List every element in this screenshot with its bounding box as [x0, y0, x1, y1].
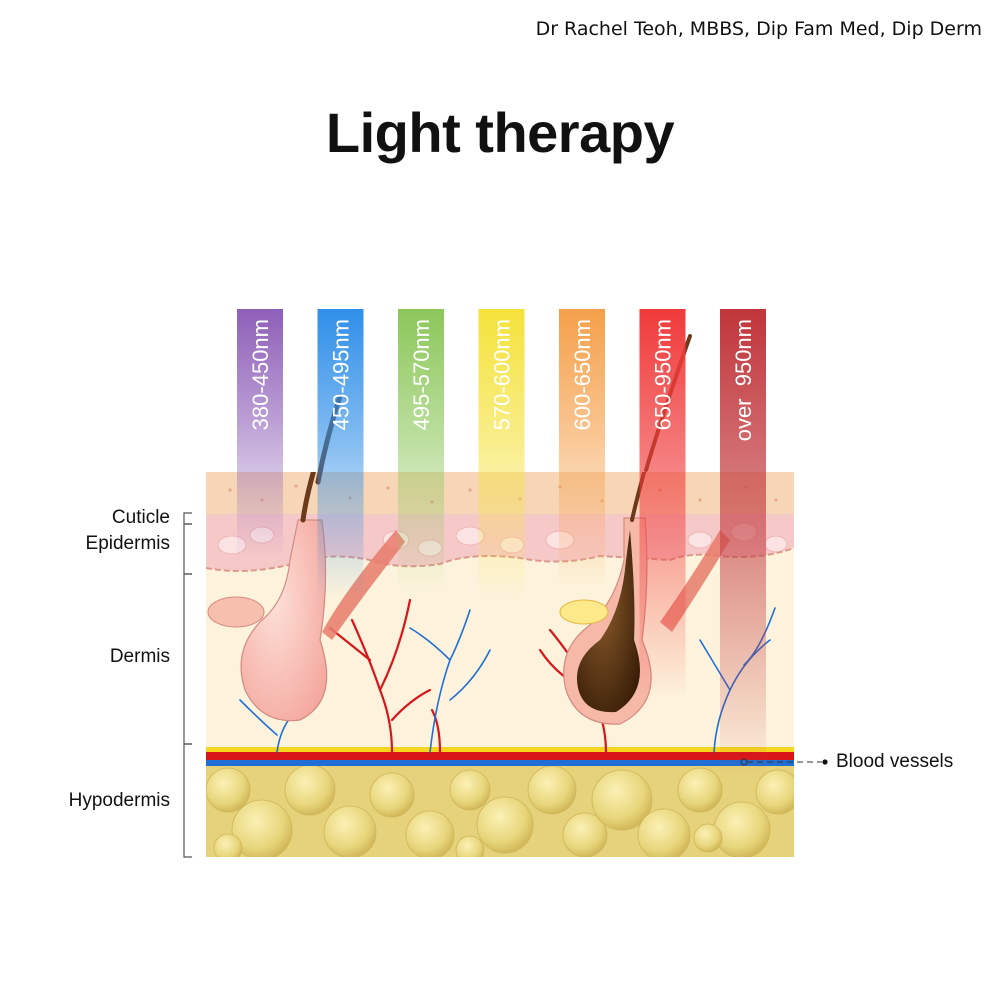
hair-follicle-left — [207, 472, 328, 722]
wavelength-band-7 — [720, 309, 766, 780]
callout-blood-vessels: Blood vessels — [836, 751, 954, 772]
layer-label-cuticle: Cuticle — [111, 507, 170, 528]
vessel-fat-line — [206, 747, 794, 752]
layer-label-hypodermis: Hypodermis — [68, 790, 170, 811]
sebaceous-gland-left — [207, 596, 265, 628]
wavelength-band-label-1: 380-450nm — [248, 319, 273, 430]
wavelength-band-1 — [237, 309, 283, 560]
vein-band — [206, 760, 794, 766]
bracket-hypodermis — [183, 743, 192, 858]
artery-band — [206, 752, 794, 760]
wavelength-band-6 — [639, 309, 686, 700]
hair-shaft-right — [630, 472, 647, 522]
bracket-epidermis — [183, 523, 192, 575]
layer-label-epidermis: Epidermis — [85, 533, 170, 554]
fat-cells — [206, 764, 794, 857]
layer-brackets — [183, 512, 192, 858]
blood-vessels-leader — [740, 758, 828, 766]
bracket-dermis — [183, 573, 192, 745]
wavelength-band-4 — [478, 309, 525, 600]
wavelength-band-label-2: 450-495nm — [329, 319, 354, 430]
wavelength-bands: 380-450nm 450-495nm 495-570nm 570-600nm 600-… — [237, 309, 766, 780]
hair-shaft-left — [300, 472, 317, 523]
page-title: Light therapy — [325, 101, 675, 164]
wavelength-band-3 — [398, 309, 444, 590]
sebaceous-gland-right — [559, 599, 609, 625]
wavelength-band-label-4: 570-600nm — [490, 319, 515, 430]
author-credit: Dr Rachel Teoh, MBBS, Dip Fam Med, Dip D… — [535, 18, 982, 40]
skin-block — [206, 472, 794, 857]
bracket-cuticle — [183, 512, 192, 525]
wavelength-band-label-7: over 950nm — [731, 319, 756, 441]
wavelength-band-2 — [317, 309, 364, 600]
wavelength-band-label-6: 650-950nm — [651, 319, 676, 430]
layer-label-dermis: Dermis — [109, 646, 170, 667]
wavelength-band-5 — [559, 309, 605, 590]
wavelength-band-label-5: 600-650nm — [570, 319, 595, 430]
wavelength-band-label-3: 495-570nm — [409, 319, 434, 430]
